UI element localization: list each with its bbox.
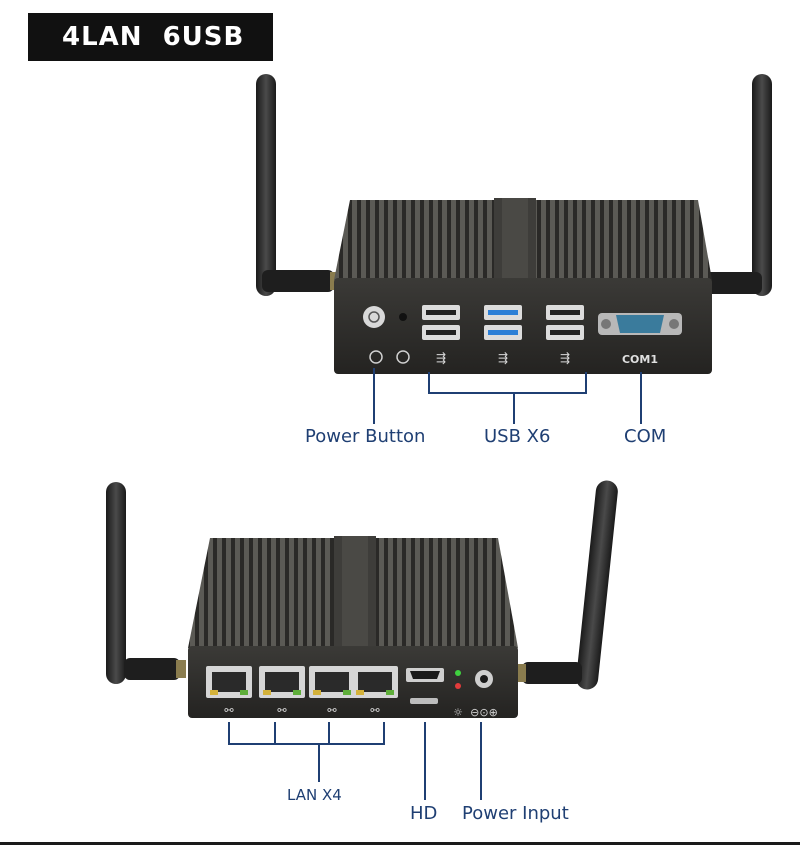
lan-network-icons: ⚯ ⚯ ⚯ ⚯ [224, 704, 380, 717]
callout-lan: LAN X4 [287, 786, 342, 804]
usb-ports [422, 305, 584, 340]
power-button-icon [363, 306, 385, 328]
svg-text:⇶: ⇶ [436, 351, 446, 365]
led-sun-icon: ☼ [453, 706, 463, 719]
product-badge: 4LAN 6USB [28, 13, 273, 61]
front-leader-lines [373, 368, 642, 424]
lan-ports [206, 666, 398, 698]
power-led-icon [455, 683, 461, 689]
usb-symbol-icons: ⇶ ⇶ ⇶ [436, 351, 570, 365]
badge-text: 4LAN 6USB [62, 22, 245, 52]
svg-text:⚯: ⚯ [224, 704, 234, 717]
callout-hd: HD [410, 803, 438, 824]
rear-leader-lines [228, 722, 482, 800]
rear-unit: ⚯ ⚯ ⚯ ⚯ ☼ ⊖⊙⊕ [106, 480, 618, 719]
reset-icon [396, 350, 410, 364]
rear-right-antenna [516, 480, 618, 690]
callout-com: COM [624, 426, 667, 447]
dc-polarity-icon: ⊖⊙⊕ [470, 706, 498, 719]
com1-port-label: COM1 [622, 353, 658, 366]
com-port [598, 313, 682, 335]
audio-jack-icon [369, 350, 383, 364]
front-unit: ⇶ ⇶ ⇶ COM1 [256, 74, 772, 374]
front-left-antenna [256, 74, 342, 296]
callout-power-input: Power Input [462, 803, 569, 824]
status-led-icon [455, 670, 461, 676]
svg-text:⚯: ⚯ [327, 704, 337, 717]
bottom-divider [0, 842, 800, 845]
svg-text:⚯: ⚯ [370, 704, 380, 717]
svg-text:⇶: ⇶ [560, 351, 570, 365]
rear-left-antenna [106, 482, 186, 684]
svg-text:⚯: ⚯ [277, 704, 287, 717]
hd-port [406, 668, 444, 704]
callout-power-button: Power Button [305, 426, 426, 447]
front-right-antenna [698, 74, 772, 296]
callout-usb: USB X6 [484, 426, 551, 447]
svg-text:⇶: ⇶ [498, 351, 508, 365]
